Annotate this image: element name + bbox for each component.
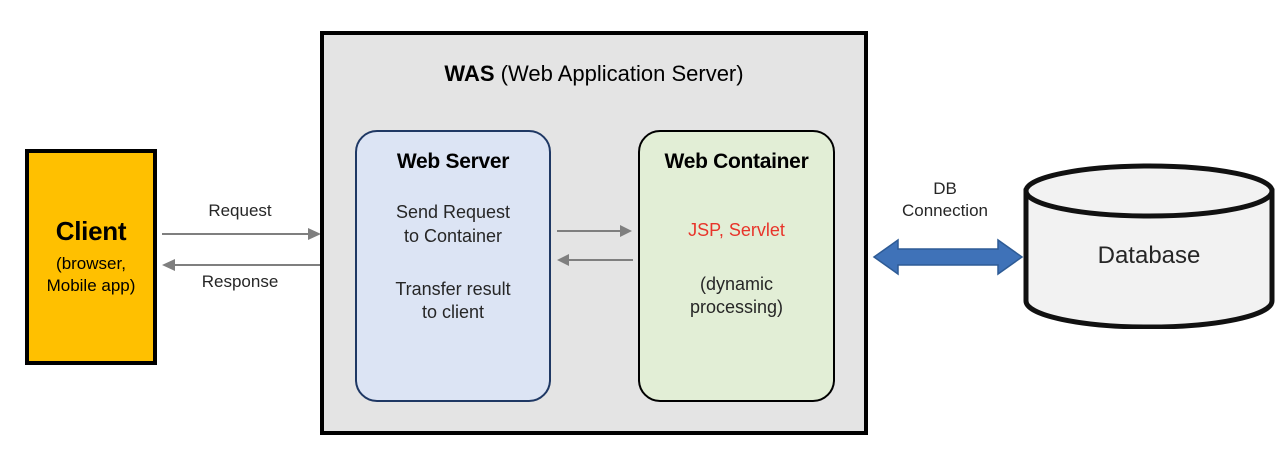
database-node[interactable] [1023,163,1275,329]
web-container-title: Web Container [664,150,809,173]
response-label: Response [201,272,279,291]
was-title-bold: WAS [444,61,495,86]
client-title: Client [55,216,127,247]
web-server-p1-line1: Send Request [395,202,511,223]
db-connection-label: DB Connection [875,178,1015,222]
request-label: Request [208,201,272,220]
web-server-paragraph-2: Transfer result to client [395,278,510,325]
web-server-node[interactable]: Web Server Send Request to Container Tra… [355,130,551,402]
database-top-ellipse [1023,163,1275,219]
db-connection-arrow [872,238,1024,276]
was-title: WAS (Web Application Server) [324,61,864,87]
client-node[interactable]: Client (browser, Mobile app) [25,149,157,365]
request-arrow [162,228,321,240]
to-webserver-arrow [557,254,633,266]
db-connection-label-line2: Connection [901,201,988,221]
web-server-title: Web Server [396,150,510,173]
web-container-p2-line1: (dynamic [699,273,773,294]
web-container-p2-line2: processing) [689,296,784,317]
to-container-arrow [557,225,632,237]
db-connection-label-line1: DB [933,179,957,198]
webserver-webcontainer-arrows [557,225,633,266]
was-title-regular: (Web Application Server) [500,61,744,86]
response-arrow [162,259,322,271]
client-subtitle: (browser, Mobile app) [47,253,136,297]
client-subtitle-line2: Mobile app) [46,275,136,295]
client-subtitle-line1: (browser, [56,254,126,274]
web-server-p2-line1: Transfer result [395,278,511,299]
web-server-p1-line2: to Container [403,225,503,246]
web-server-p2-line2: to client [421,302,485,323]
web-container-technologies: JSP, Servlet [688,220,785,241]
database-label: Database [1097,242,1201,269]
web-container-node[interactable]: Web Container JSP, Servlet (dynamic proc… [638,130,835,402]
web-container-paragraph-2: (dynamic processing) [690,273,783,320]
database-body [1023,188,1275,329]
web-server-paragraph-1: Send Request to Container [396,201,510,248]
client-was-arrows [162,228,322,271]
